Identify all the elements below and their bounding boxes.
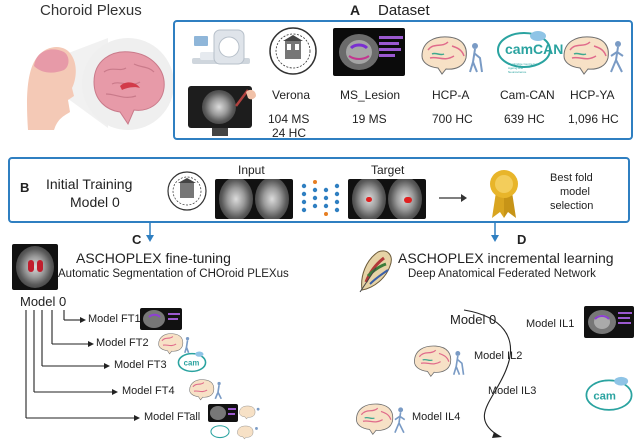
fine-tuning-title: ASCHOPLEX fine-tuning — [76, 250, 231, 266]
model-0-label: Model 0 — [70, 194, 120, 210]
ms-lesion-image — [333, 28, 405, 76]
dataset-count-camcan: 639 HC — [504, 112, 545, 126]
hcp-ya-brain-icon — [563, 36, 624, 75]
panel-b-letter: B — [20, 180, 30, 195]
initial-training-label: Initial Training — [46, 176, 133, 192]
ms-lesion-thumb-ft1 — [140, 308, 182, 330]
panel-a-title: Dataset — [378, 2, 430, 19]
incremental-learning-subtitle: Deep Anatomical Federated Network — [408, 268, 596, 280]
branch-arrows — [146, 222, 499, 242]
hcp-ya-icon-ftall — [237, 425, 258, 440]
incremental-path — [463, 309, 511, 438]
model-ft4-label: Model FT4 — [122, 385, 175, 397]
choroid-plexus-title: Choroid Plexus — [40, 2, 142, 19]
fine-tuning-tree — [25, 310, 140, 421]
svg-text:cam: cam — [184, 359, 200, 368]
ms-lesion-thumb-il1 — [584, 306, 634, 338]
camcan-icon-il3: cam — [585, 376, 633, 411]
initial-training-panel — [8, 157, 630, 223]
model-il3-label: Model IL3 — [488, 385, 537, 397]
ms-lesion-thumb-ftall — [208, 404, 238, 422]
best-fold-label: Best fold — [550, 172, 593, 184]
dataset-count-hcp-a: 700 HC — [432, 112, 473, 126]
hcp-a-icon-il2 — [414, 345, 465, 378]
hcp-ya-icon-ft4 — [189, 379, 223, 401]
ft-model-0-label: Model 0 — [20, 294, 67, 309]
camcan-icon-ftall — [210, 425, 230, 439]
head-illustration — [27, 38, 173, 130]
hcp-a-icon-ftall — [239, 405, 260, 420]
camcan-logo: camCAN Cambridge Centre for Ageing and N… — [496, 30, 563, 76]
award-ribbon-icon — [490, 170, 518, 218]
input-label: Input — [238, 163, 265, 177]
panel-d-letter: D — [517, 232, 527, 247]
model-il2-label: Model IL2 — [474, 350, 523, 362]
model-ft3-label: Model FT3 — [114, 359, 167, 371]
dataset-name-hcp-ya: HCP-YA — [570, 88, 615, 102]
dataset-name-camcan: Cam-CAN — [500, 88, 555, 102]
dataset-panel — [173, 20, 633, 140]
dataset-count-verona-ms: 104 MS — [268, 112, 310, 126]
mri-scanner-icon — [192, 29, 250, 65]
dataset-name-ms-lesion: MS_Lesion — [340, 88, 401, 102]
target-mri-image — [348, 179, 426, 219]
verona-seal-logo — [269, 27, 317, 75]
il-model-0-label: Model 0 — [450, 312, 497, 327]
dataset-name-verona: Verona — [272, 88, 311, 102]
selection-label: selection — [550, 200, 594, 212]
svg-text:cam: cam — [593, 390, 616, 402]
panel-a-letter: A — [350, 2, 361, 18]
fine-tuning-subtitle: Automatic Segmentation of CHOroid PLEXus — [58, 268, 289, 280]
segmented-brain-image — [12, 244, 58, 290]
dataset-count-ms-lesion: 19 MS — [352, 112, 387, 126]
model-il4-label: Model IL4 — [412, 411, 461, 423]
target-label: Target — [371, 163, 405, 177]
model-ftall-label: Model FTall — [144, 411, 201, 423]
hcp-a-brain-icon — [421, 36, 483, 75]
neural-network-icon — [301, 180, 340, 216]
input-mri-image — [215, 179, 293, 219]
dataset-count-verona-hc: 24 HC — [272, 126, 307, 140]
feather-brain-icon — [359, 250, 392, 293]
dataset-name-hcp-a: HCP-A — [432, 88, 470, 102]
model-ft2-label: Model FT2 — [96, 337, 149, 349]
dataset-count-hcp-ya: 1,096 HC — [568, 112, 619, 126]
monitor-stand — [212, 128, 228, 136]
model-label: model — [560, 186, 590, 198]
panel-c-letter: C — [132, 232, 142, 247]
hcp-a-icon-ft2 — [158, 333, 190, 355]
verona-seal-small — [167, 171, 207, 211]
annotator-hand-icon — [235, 89, 256, 107]
model-il1-label: Model IL1 — [526, 318, 575, 330]
incremental-learning-title: ASCHOPLEX incremental learning — [398, 250, 614, 266]
camcan-icon-ft3: cam — [177, 351, 207, 373]
right-arrow — [439, 194, 467, 202]
hcp-ya-icon-il4 — [356, 403, 406, 436]
model-ft1-label: Model FT1 — [88, 313, 141, 325]
monitor-icon — [188, 86, 252, 128]
